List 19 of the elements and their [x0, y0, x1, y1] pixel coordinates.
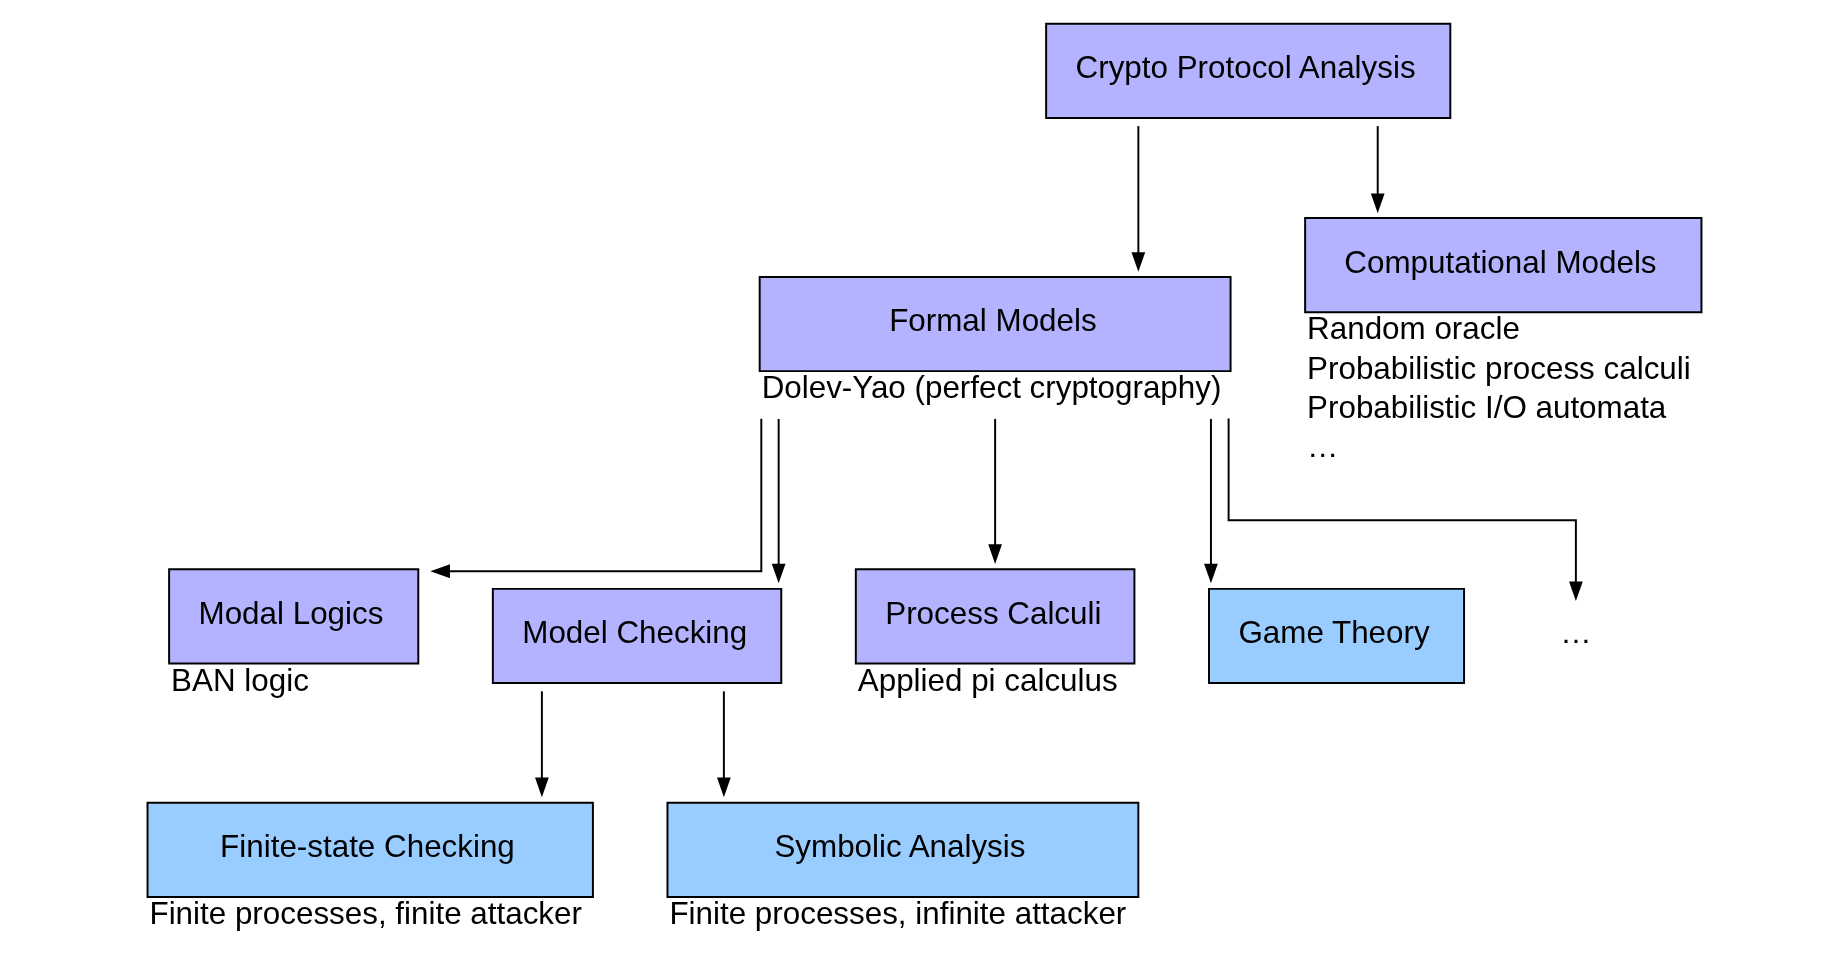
node-label: Finite processes, infinite attacker: [668, 896, 1126, 932]
node-label: Random oracle: [1306, 311, 1520, 347]
arrow: [1370, 125, 1385, 214]
arrow: [1227, 417, 1583, 602]
node-label: BAN logic: [170, 662, 309, 698]
arrow: [1130, 125, 1145, 272]
node-text: …: [1559, 615, 1592, 651]
arrow: [534, 690, 549, 798]
arrow: [1203, 417, 1218, 584]
node-label: Finite processes, finite attacker: [148, 896, 582, 932]
node-label: …: [1306, 429, 1338, 465]
arrow: [987, 417, 1002, 564]
node-label: Applied pi calculus: [857, 662, 1118, 698]
arrow: [716, 690, 731, 798]
node-label: Probabilistic I/O automata: [1306, 389, 1666, 425]
node-label: Probabilistic process calculi: [1306, 350, 1691, 386]
arrow: [771, 417, 786, 584]
node-label: Dolev-Yao (perfect cryptography): [761, 370, 1221, 406]
arrow: [429, 417, 762, 579]
